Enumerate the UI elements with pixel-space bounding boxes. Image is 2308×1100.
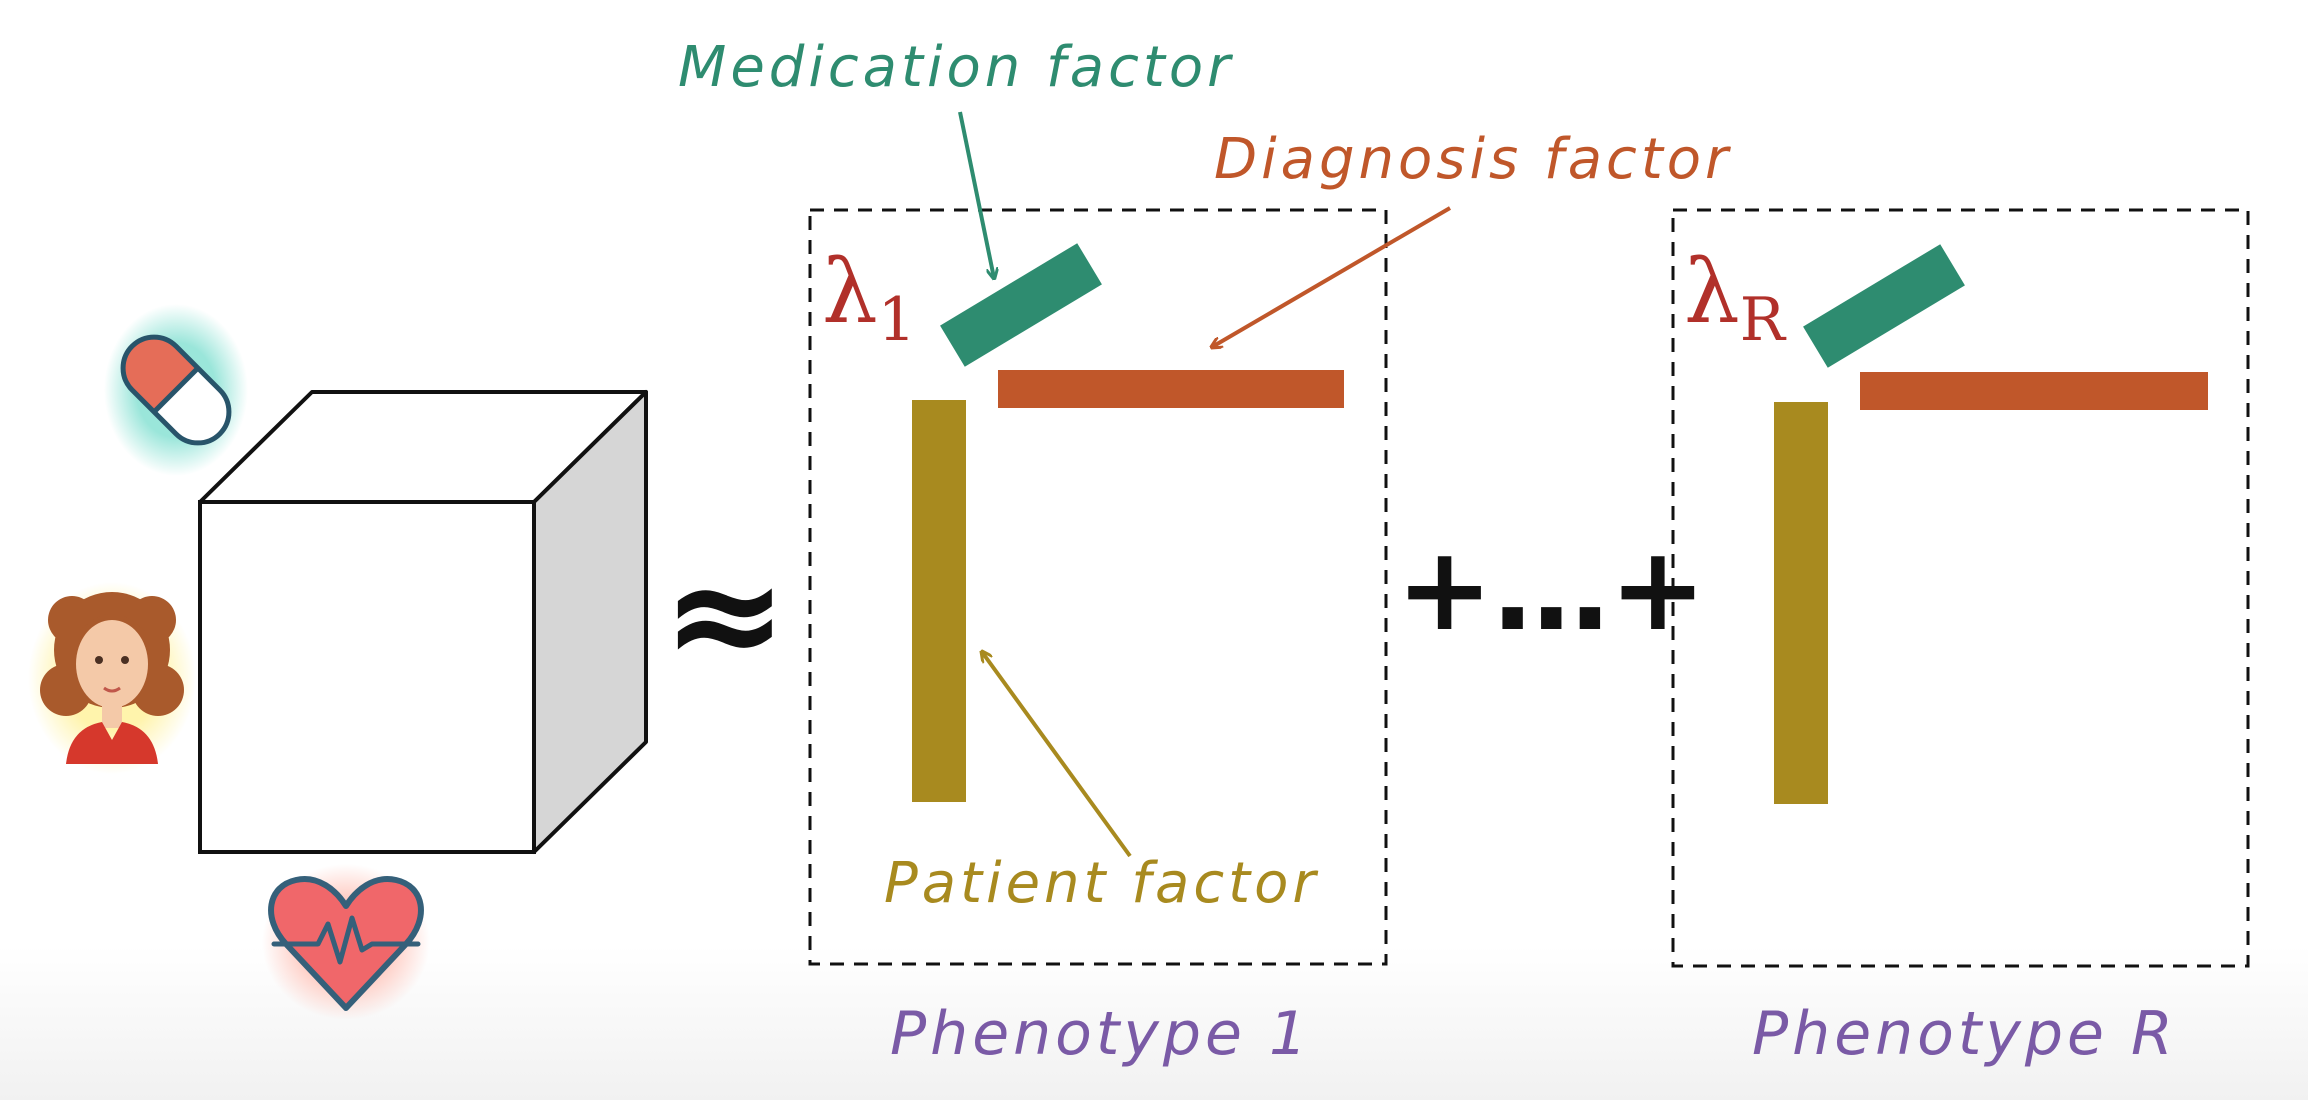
- patient-avatar-icon: [28, 582, 196, 774]
- data-tensor-cube: [198, 390, 648, 854]
- medication-factor-label: Medication factor: [678, 35, 1235, 100]
- phenotype-1-component: [808, 208, 1388, 966]
- phenotype-1-frame: [808, 208, 1388, 966]
- diagnosis-factor-bar: [998, 370, 1344, 408]
- heart-pulse-icon: [262, 864, 430, 1020]
- medication-factor-bar: [1803, 244, 1965, 368]
- phenotype-r-frame: [1671, 208, 2250, 968]
- phenotype-r-caption: Phenotype R: [1752, 999, 2177, 1069]
- patient-factor-label: Patient factor: [884, 851, 1320, 916]
- medication-factor-bar: [940, 243, 1102, 367]
- pill-icon: [104, 304, 248, 476]
- sum-ellipsis-symbol: +…+: [1396, 522, 1707, 657]
- lambda-weight-1: λ1: [822, 240, 916, 355]
- diagnosis-factor-bar: [1860, 372, 2208, 410]
- patient-factor-bar: [912, 400, 966, 802]
- diagnosis-factor-label: Diagnosis factor: [1214, 127, 1733, 192]
- diagnosis-factor-arrow: [1212, 206, 1452, 347]
- lambda-weight-r: λR: [1684, 240, 1785, 355]
- patient-factor-bar: [1774, 402, 1828, 804]
- phenotype-1-caption: Phenotype 1: [890, 999, 1312, 1069]
- approx-symbol: ≈: [662, 528, 788, 702]
- patient-factor-arrow: [982, 652, 1132, 858]
- phenotype-r-component: [1671, 208, 2250, 968]
- medication-factor-arrow: [958, 111, 994, 278]
